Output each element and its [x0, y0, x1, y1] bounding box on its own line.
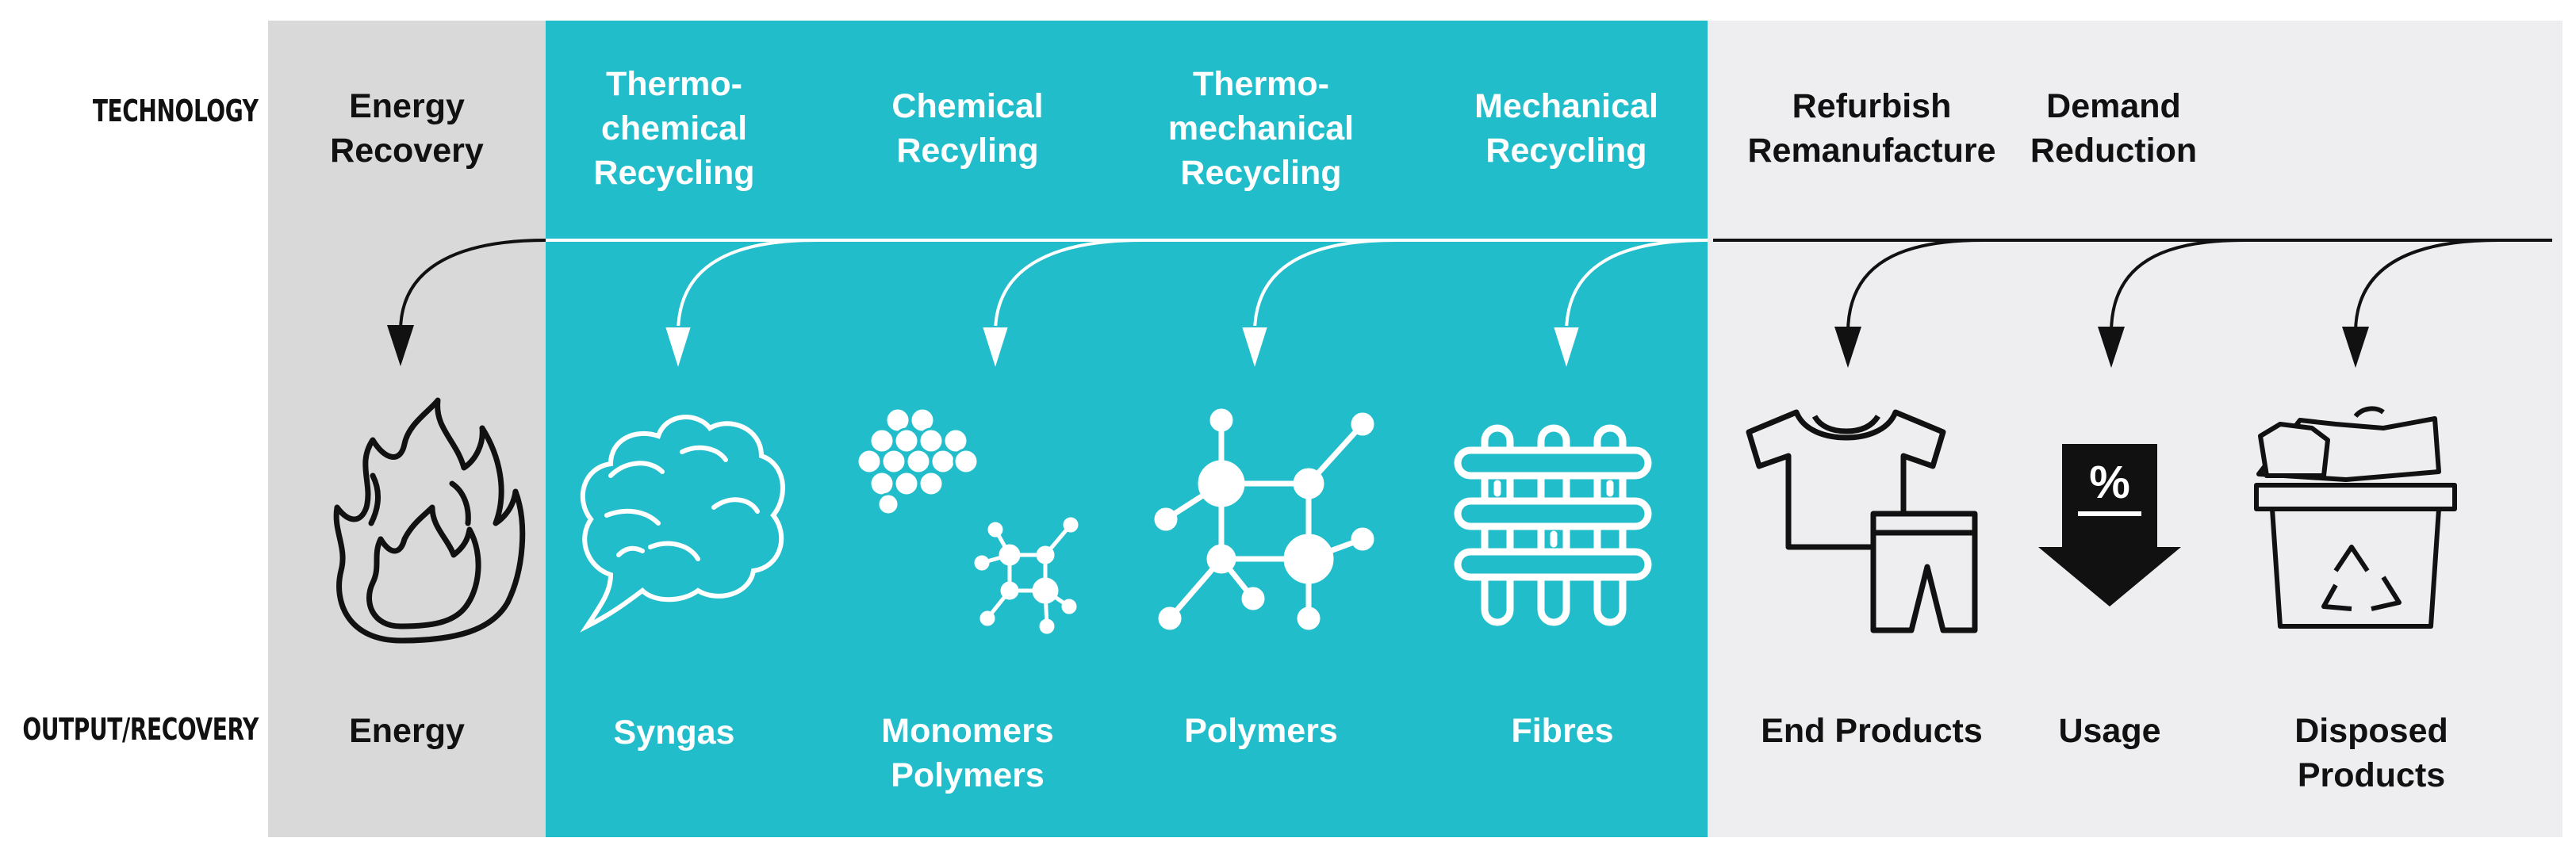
arrowhead-monomers: [980, 326, 1010, 373]
arrow-usage: [2110, 239, 2245, 334]
molecule-small-network-icon: [974, 517, 1079, 634]
clothing-icon: [1746, 409, 1978, 633]
tech-label-thermomechanical: Thermo- mechanical Recycling: [1167, 65, 1355, 192]
discount-arrow-icon: %: [2038, 444, 2181, 606]
tech-label-demand-reduction: Demand Reduction: [2030, 87, 2198, 170]
molecule-cluster-icon: [856, 407, 979, 516]
output-label-usage: Usage: [2058, 712, 2161, 750]
arrowhead-energy: [387, 325, 414, 366]
arrows-light: [677, 239, 1708, 334]
arrowhead-end-products: [1834, 327, 1861, 368]
tech-label-energy-recovery: Energy Recovery: [330, 87, 484, 170]
output-label-fibres: Fibres: [1511, 712, 1614, 750]
woven-fibres-icon: [1454, 424, 1652, 626]
arrow-monomers: [994, 239, 1143, 334]
tech-label-chemical: Chemical Recyling: [891, 87, 1044, 170]
fire-icon: [333, 397, 526, 644]
technology-row-label: TECHNOLOGY: [93, 94, 259, 128]
arrow-fibres: [1565, 239, 1708, 334]
output-label-monomers-polymers: Monomers Polymers: [881, 712, 1054, 794]
output-label-polymers: Polymers: [1184, 712, 1338, 750]
arrowhead-fibres: [1551, 326, 1581, 373]
energy-recovery-band: [268, 21, 546, 837]
recycling-bin-icon: [2254, 406, 2457, 629]
arrows-dark: [399, 239, 2499, 334]
arrowhead-syngas: [663, 326, 693, 373]
output-label-energy: Energy: [349, 712, 465, 750]
arrowhead-disposed: [2342, 327, 2369, 368]
molecule-network-icon: [1154, 408, 1374, 630]
output-label-disposed-products: Disposed Products: [2294, 712, 2448, 794]
arrow-end-products: [1846, 239, 1984, 334]
cloud-icon: [580, 415, 785, 633]
recycling-band: [546, 21, 1708, 837]
arrow-disposed: [2354, 239, 2499, 334]
arrow-syngas: [677, 239, 818, 334]
output-label-syngas: Syngas: [613, 714, 735, 752]
output-label-end-products: End Products: [1761, 712, 1983, 750]
arrowhead-usage: [2098, 327, 2125, 368]
arrow-polymers: [1253, 239, 1397, 334]
arrow-energy: [399, 239, 546, 332]
tech-label-refurbish: Refurbish Remanufacture: [1747, 87, 1996, 170]
tech-label-thermochemical: Thermo- chemical Recycling: [593, 65, 755, 192]
tech-label-mechanical: Mechanical Recycling: [1474, 87, 1658, 170]
output-row-label: OUTPUT/RECOVERY: [22, 712, 259, 747]
percent-badge-text: %: [2089, 457, 2130, 508]
arrowhead-polymers: [1240, 326, 1270, 373]
